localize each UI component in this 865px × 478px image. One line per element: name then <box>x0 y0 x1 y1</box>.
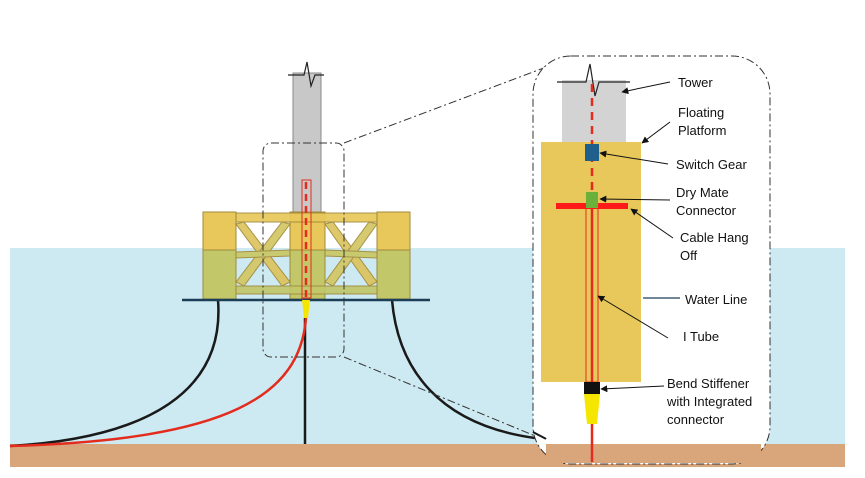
tower-break-icon <box>288 61 324 89</box>
label-floating-platform-2: Platform <box>678 123 726 138</box>
bend-stiffener-overview <box>302 300 310 318</box>
switch-gear <box>585 144 599 161</box>
mooring-line-detail <box>532 431 547 440</box>
label-bend-stiffener-2: with Integrated <box>666 394 752 409</box>
bend-stiffener-top <box>584 382 600 394</box>
platform-overview <box>9 61 536 448</box>
seabed-detail <box>546 444 761 463</box>
mooring-line-left <box>9 299 220 448</box>
label-dry-mate-2: Connector <box>676 203 737 218</box>
column-right <box>376 211 411 251</box>
tower-break-icon <box>557 63 630 97</box>
detail-callout <box>532 55 771 465</box>
i-tube-overview <box>301 179 312 299</box>
column-left <box>202 211 237 251</box>
mooring-line-right <box>390 299 536 440</box>
label-dry-mate: Dry Mate <box>676 185 729 200</box>
labels: Tower Floating Platform Switch Gear Dry … <box>666 75 752 427</box>
label-floating-platform: Floating <box>678 105 724 120</box>
dry-mate-connector <box>586 192 598 208</box>
bend-stiffener <box>584 394 600 424</box>
export-cable <box>9 317 308 448</box>
label-i-tube: I Tube <box>683 329 719 344</box>
zoom-region <box>262 142 345 358</box>
label-switch-gear: Switch Gear <box>676 157 747 172</box>
label-bend-stiffener-3: connector <box>667 412 725 427</box>
column-right-submerged <box>376 249 411 300</box>
label-cable-hang-off: Cable Hang <box>680 230 749 245</box>
zoom-line-top <box>343 59 566 144</box>
tower <box>292 72 322 219</box>
label-tower: Tower <box>678 75 713 90</box>
zoom-line-bottom <box>343 356 546 441</box>
label-cable-hang-off-2: Off <box>680 248 697 263</box>
label-water-line: Water Line <box>685 292 747 307</box>
leader-arrows <box>597 81 674 393</box>
column-left-submerged <box>202 249 237 300</box>
label-bend-stiffener: Bend Stiffener <box>667 376 750 391</box>
